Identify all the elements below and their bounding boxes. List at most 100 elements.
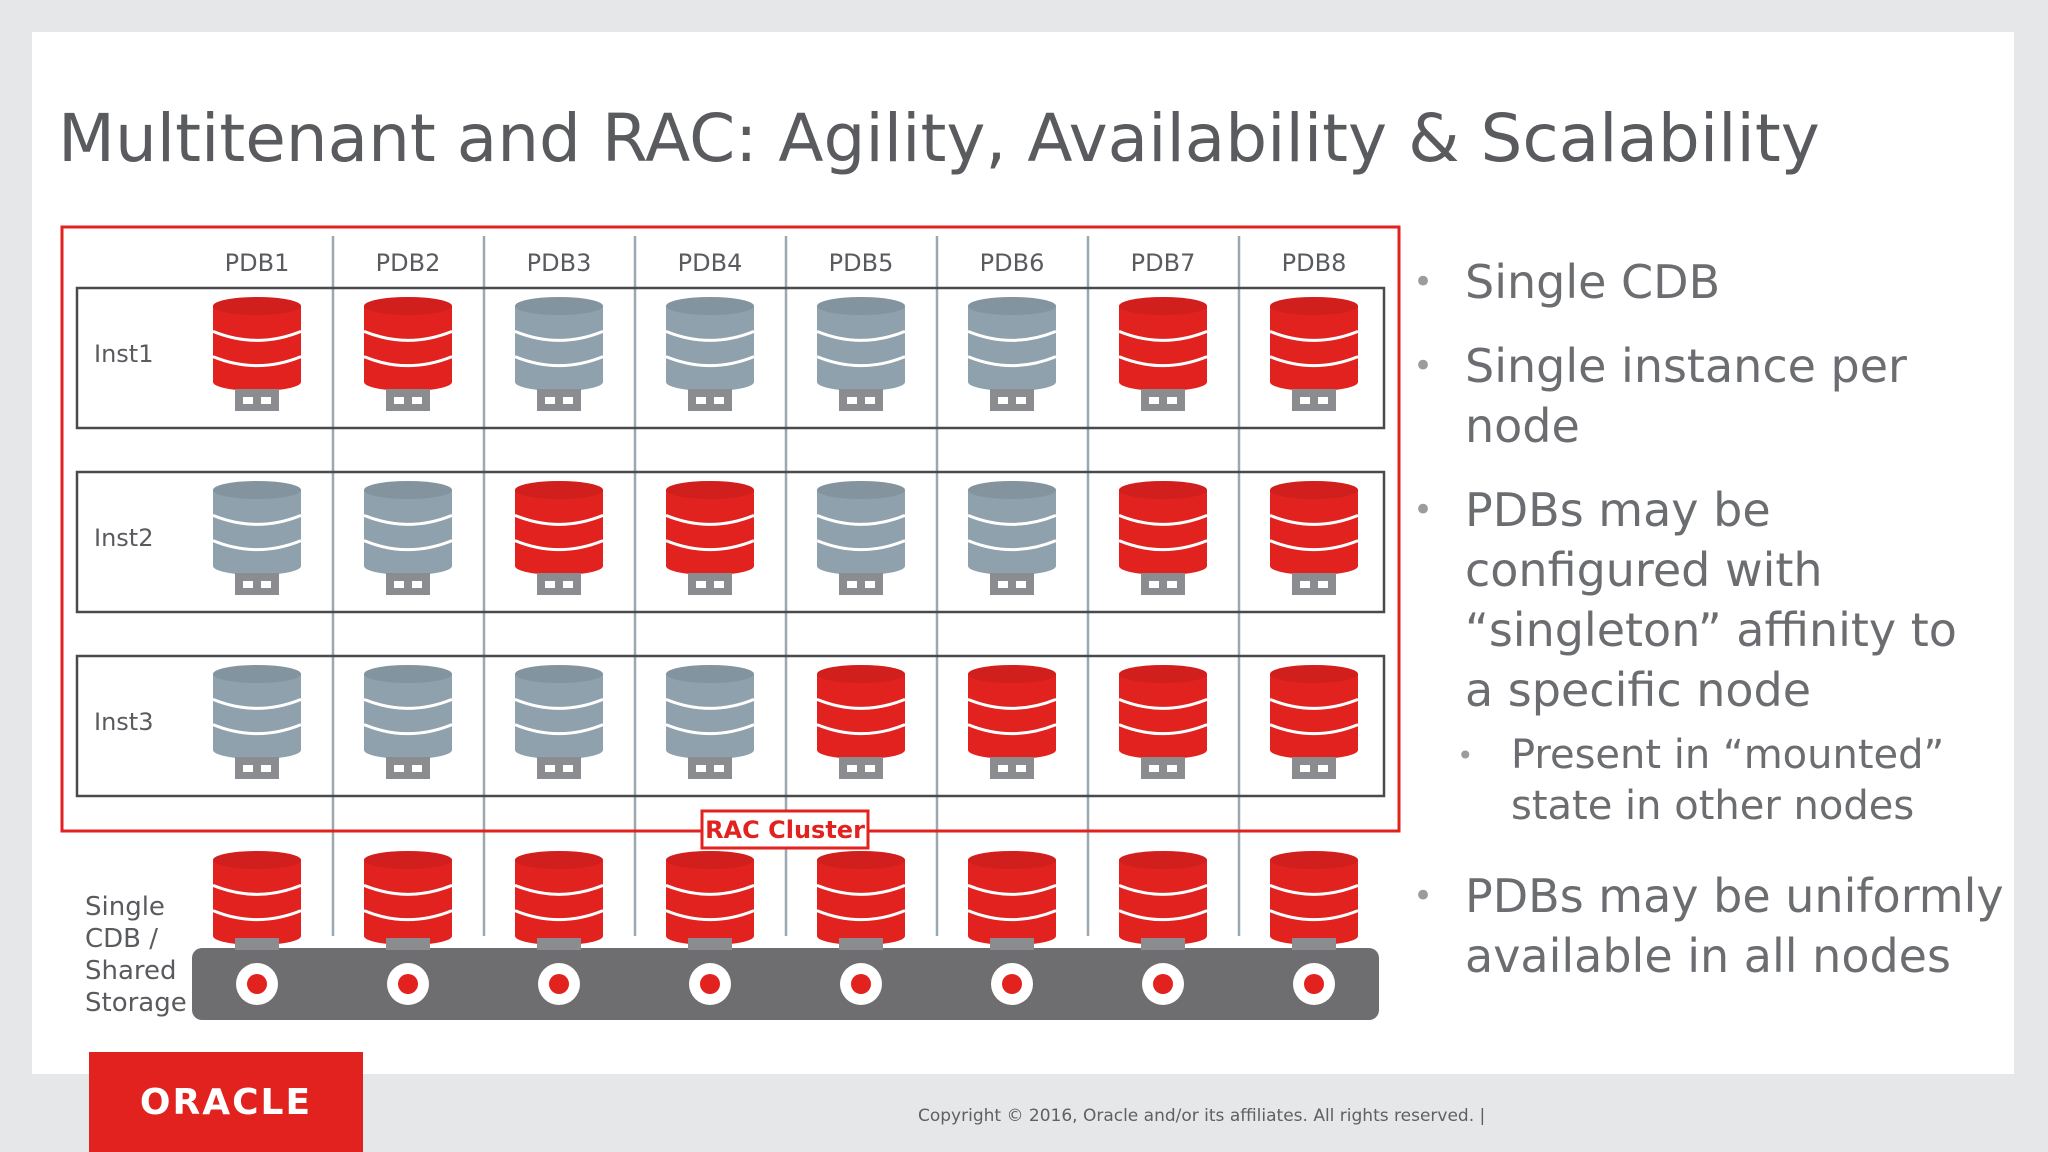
bullet-item: • Single CDB <box>1413 252 2013 312</box>
bullet-item: • Single instance per node <box>1413 336 1953 456</box>
connector <box>1141 389 1185 411</box>
pdb-header: PDB7 <box>1131 249 1196 277</box>
shared-storage: Single CDB / Shared Storage <box>85 851 1379 1020</box>
pdb-open-icon <box>665 481 755 575</box>
storage-db-icon <box>1269 851 1359 945</box>
bullet-item: • PDBs may be uniformly available in all… <box>1413 866 2013 986</box>
connector <box>386 938 430 950</box>
pdb-open-icon <box>1118 481 1208 575</box>
pdb-open-icon <box>967 665 1057 759</box>
bullet-marker: • <box>1413 262 1434 302</box>
connector <box>839 757 883 779</box>
storage-db-icon <box>967 851 1057 945</box>
copyright-text: Copyright © 2016, Oracle and/or its affi… <box>918 1106 1486 1126</box>
pdb-open-icon <box>363 297 453 391</box>
pdb-open-icon <box>1118 665 1208 759</box>
pdb-mounted-icon <box>665 297 755 391</box>
storage-db-icon <box>514 851 604 945</box>
connector <box>235 757 279 779</box>
instance-label: Inst1 <box>94 340 153 368</box>
connector <box>688 573 732 595</box>
bullet-marker: • <box>1413 876 1434 916</box>
connector <box>235 573 279 595</box>
pdb-mounted-icon <box>363 481 453 575</box>
pdb-open-icon <box>1269 297 1359 391</box>
instance-label: Inst3 <box>94 708 153 736</box>
storage-db-icon <box>363 851 453 945</box>
pdb-header: PDB6 <box>980 249 1045 277</box>
instance-row: Inst2 <box>75 470 1386 614</box>
connector <box>386 573 430 595</box>
pdb-mounted-icon <box>816 297 906 391</box>
connector <box>537 389 581 411</box>
pdb-open-icon <box>1269 665 1359 759</box>
connector <box>990 938 1034 950</box>
pdb-header: PDB5 <box>829 249 894 277</box>
bullet-marker: • <box>1413 490 1434 530</box>
oracle-logo: ORACLE <box>89 1052 363 1152</box>
pdb-header: PDB2 <box>376 249 441 277</box>
storage-port-icon <box>1142 963 1184 1005</box>
bullet-list: • Single CDB • Single instance per node … <box>1413 252 2013 1010</box>
storage-port-icon <box>689 963 731 1005</box>
connector <box>688 938 732 950</box>
pdb-header: PDB1 <box>225 249 290 277</box>
pdb-mounted-icon <box>967 297 1057 391</box>
bullet-text: PDBs may be uniformly available in all n… <box>1465 869 2004 983</box>
storage-databases <box>212 851 1359 1005</box>
pdb-mounted-icon <box>212 665 302 759</box>
storage-port-icon <box>991 963 1033 1005</box>
storage-port-icon <box>236 963 278 1005</box>
instance-box <box>75 470 1386 614</box>
connector <box>1292 389 1336 411</box>
pdb-mounted-icon <box>665 665 755 759</box>
connector <box>990 389 1034 411</box>
storage-port-icon <box>387 963 429 1005</box>
pdb-mounted-icon <box>514 665 604 759</box>
connector <box>839 573 883 595</box>
sub-bullet-item: • Present in “mounted” state in other no… <box>1413 730 1953 832</box>
storage-db-icon <box>816 851 906 945</box>
pdb-header: PDB4 <box>678 249 743 277</box>
bullet-marker: • <box>1413 346 1434 386</box>
instance-box <box>75 654 1386 798</box>
connector <box>386 389 430 411</box>
instance-box <box>75 286 1386 430</box>
pdb-open-icon <box>1118 297 1208 391</box>
pdb-open-icon <box>212 297 302 391</box>
connector <box>537 757 581 779</box>
oracle-logo-text: ORACLE <box>139 1082 313 1123</box>
sub-bullet-text: Present in “mounted” state in other node… <box>1511 732 1945 829</box>
instance-label: Inst2 <box>94 524 153 552</box>
pdb-open-icon <box>816 665 906 759</box>
connector <box>1292 573 1336 595</box>
storage-label: Single CDB / Shared Storage <box>85 892 187 1018</box>
slide-title: Multitenant and RAC: Agility, Availabili… <box>58 100 1820 177</box>
storage-port-icon <box>1293 963 1335 1005</box>
bullet-text: Single CDB <box>1465 255 1721 309</box>
pdb-mounted-icon <box>212 481 302 575</box>
pdb-open-icon <box>514 481 604 575</box>
storage-bar <box>192 948 1379 1020</box>
rac-cluster-text: RAC Cluster <box>705 816 865 844</box>
connector <box>688 757 732 779</box>
connector <box>1141 938 1185 950</box>
pdb-mounted-icon <box>514 297 604 391</box>
connector <box>235 938 279 950</box>
rac-cluster-label: RAC Cluster <box>700 809 870 850</box>
connector <box>1141 757 1185 779</box>
storage-port-icon <box>840 963 882 1005</box>
connector <box>537 573 581 595</box>
storage-db-icon <box>1118 851 1208 945</box>
pdb-header: PDB3 <box>527 249 592 277</box>
bullet-marker: • <box>1457 739 1474 772</box>
pdb-open-icon <box>1269 481 1359 575</box>
storage-db-icon <box>665 851 755 945</box>
bullet-text: Single instance per node <box>1465 339 1907 453</box>
pdb-mounted-icon <box>967 481 1057 575</box>
pdb-mounted-icon <box>363 665 453 759</box>
pdb-mounted-icon <box>816 481 906 575</box>
connector <box>1292 757 1336 779</box>
